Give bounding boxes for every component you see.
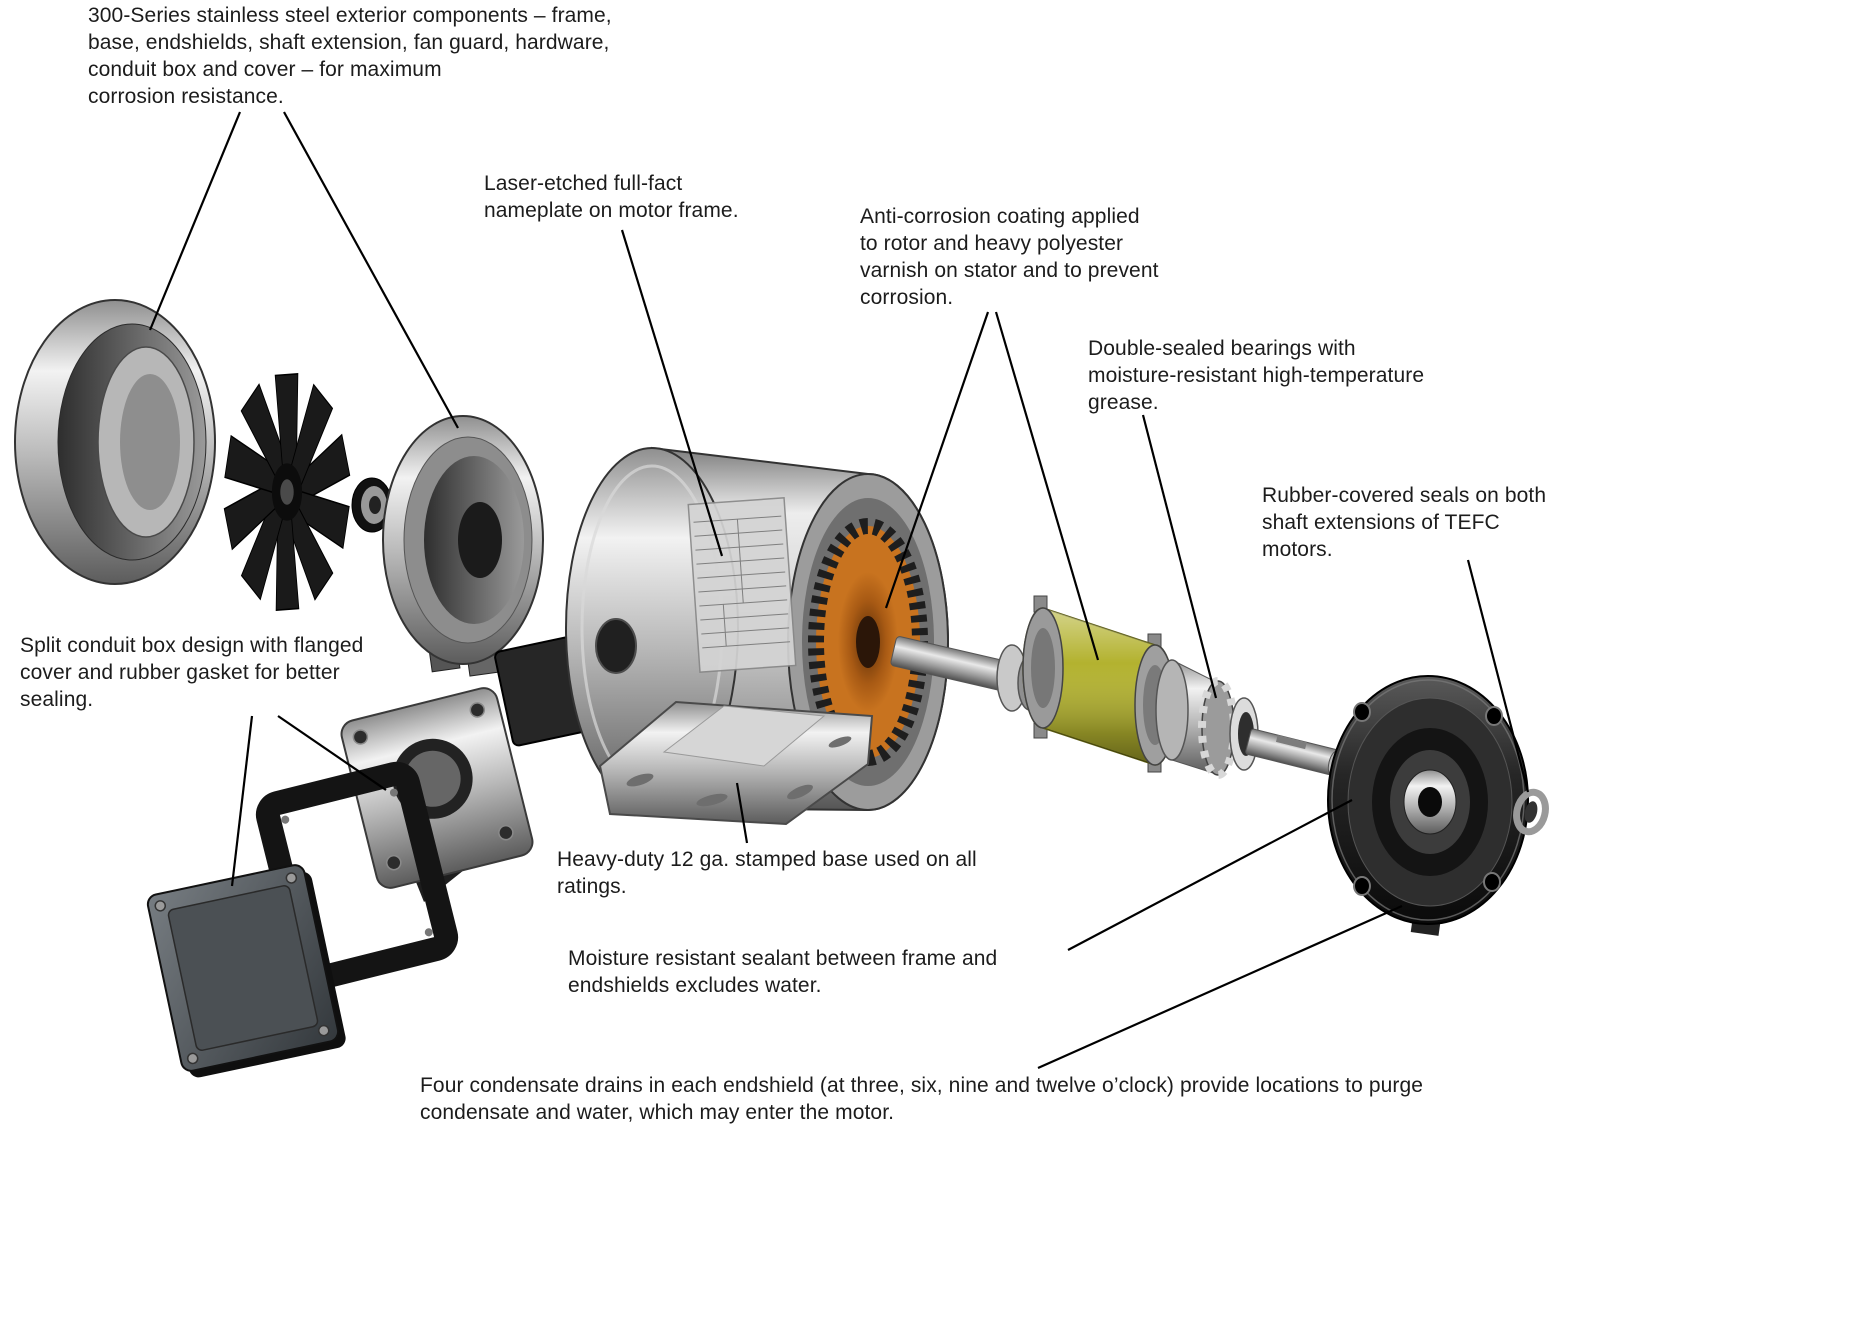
leader-stainless-to-endshield [283,111,459,429]
cooling-fan [217,360,357,624]
leader-anticorrosion-rotor [994,311,1100,661]
conduit-box [146,864,346,1078]
condensate-drain-holes [1353,702,1503,896]
leader-conduit-to-box [230,715,254,887]
rear-endshield [382,415,544,677]
leader-drains [1037,904,1403,1070]
rubber-seal [1513,788,1549,836]
leader-seals [1466,559,1530,793]
leader-lines [148,111,1530,1070]
leader-nameplate [620,229,724,557]
leader-anticorrosion-stator [884,311,990,609]
label-anti-corrosion: Anti-corrosion coating applied to rotor … [860,205,1159,309]
label-shaft-seals: Rubber-covered seals on both shaft exten… [1262,484,1547,561]
label-sealant: Moisture resistant sealant between frame… [568,947,998,997]
leader-bearings [1141,414,1218,699]
label-stainless-components: 300-Series stainless steel exterior comp… [88,4,612,108]
label-condensate-drains: Four condensate drains in each endshield… [420,1074,1424,1124]
conduit-cover [340,687,534,889]
nameplate [687,497,797,673]
leader-sealant [1067,799,1353,951]
leader-conduit-to-gasket [277,715,387,791]
leader-base [735,782,749,844]
fan-guard [14,299,216,585]
label-conduit-box: Split conduit box design with flanged co… [20,634,364,711]
leader-stainless-to-fanguard [148,111,242,331]
label-nameplate: Laser-etched full-fact nameplate on moto… [484,172,739,222]
fan-bearing [351,477,393,533]
stamped-base [598,700,874,826]
front-endshield [1327,675,1529,936]
label-stamped-base: Heavy-duty 12 ga. stamped base used on a… [557,848,977,898]
shaft-extension [1245,728,1341,776]
conduit-hole [595,618,637,674]
label-bearings: Double-sealed bearings with moisture-res… [1088,337,1425,414]
rotor [1022,595,1176,773]
double-sealed-bearing [1155,659,1259,779]
